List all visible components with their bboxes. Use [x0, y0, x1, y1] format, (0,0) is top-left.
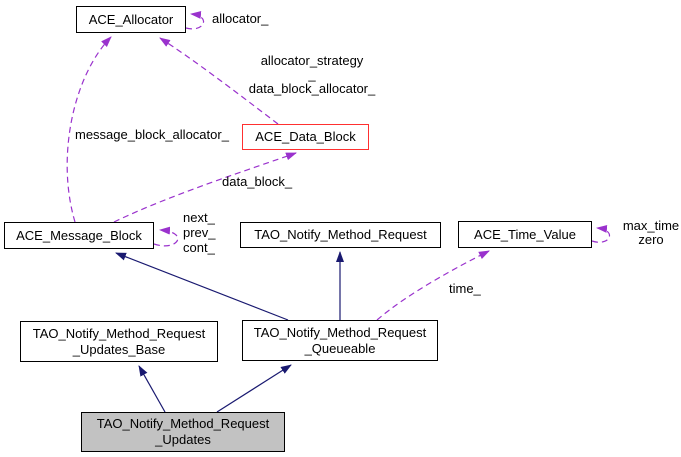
edge-data-block-to-allocator — [159, 37, 279, 125]
edge-label-max-time-zero: max_time zero — [622, 218, 680, 247]
edge-queueable-to-time-value — [376, 250, 490, 321]
node-ace-data-block[interactable]: ACE_Data_Block — [242, 124, 369, 150]
edge-updates-to-queueable — [216, 364, 292, 413]
node-ace-message-block[interactable]: ACE_Message_Block — [4, 222, 154, 249]
edge-label-allocator: allocator_ — [212, 11, 269, 26]
edge-updates-to-updates-base — [138, 365, 166, 413]
edge-queueable-to-message-block — [115, 252, 289, 321]
node-tao-notify-method-request-updates: TAO_Notify_Method_Request _Updates — [81, 412, 285, 452]
edge-label-next-prev-cont: next_ prev_ cont_ — [183, 210, 216, 255]
node-ace-time-value[interactable]: ACE_Time_Value — [458, 221, 592, 248]
node-ace-allocator[interactable]: ACE_Allocator — [76, 6, 186, 33]
node-tao-notify-method-request-updates-base[interactable]: TAO_Notify_Method_Request _Updates_Base — [20, 321, 218, 362]
edge-allocator-self-loop — [185, 10, 204, 30]
edge-label-time: time_ — [449, 281, 481, 296]
edge-label-message-block-allocator: message_block_allocator_ — [75, 127, 229, 142]
edge-label-data-block: data_block_ — [222, 174, 293, 189]
node-tao-notify-method-request[interactable]: TAO_Notify_Method_Request — [240, 222, 441, 248]
edge-message-block-self-loop — [153, 226, 179, 247]
edge-time-value-self-loop — [591, 224, 610, 243]
node-tao-notify-method-request-queueable[interactable]: TAO_Notify_Method_Request _Queueable — [242, 320, 438, 361]
edge-message-block-to-allocator — [66, 36, 112, 223]
edge-message-block-to-data-block — [113, 152, 297, 223]
edge-label-allocator-strategy-data-block-allocator: allocator_strategy _ data_block_allocato… — [248, 53, 376, 96]
